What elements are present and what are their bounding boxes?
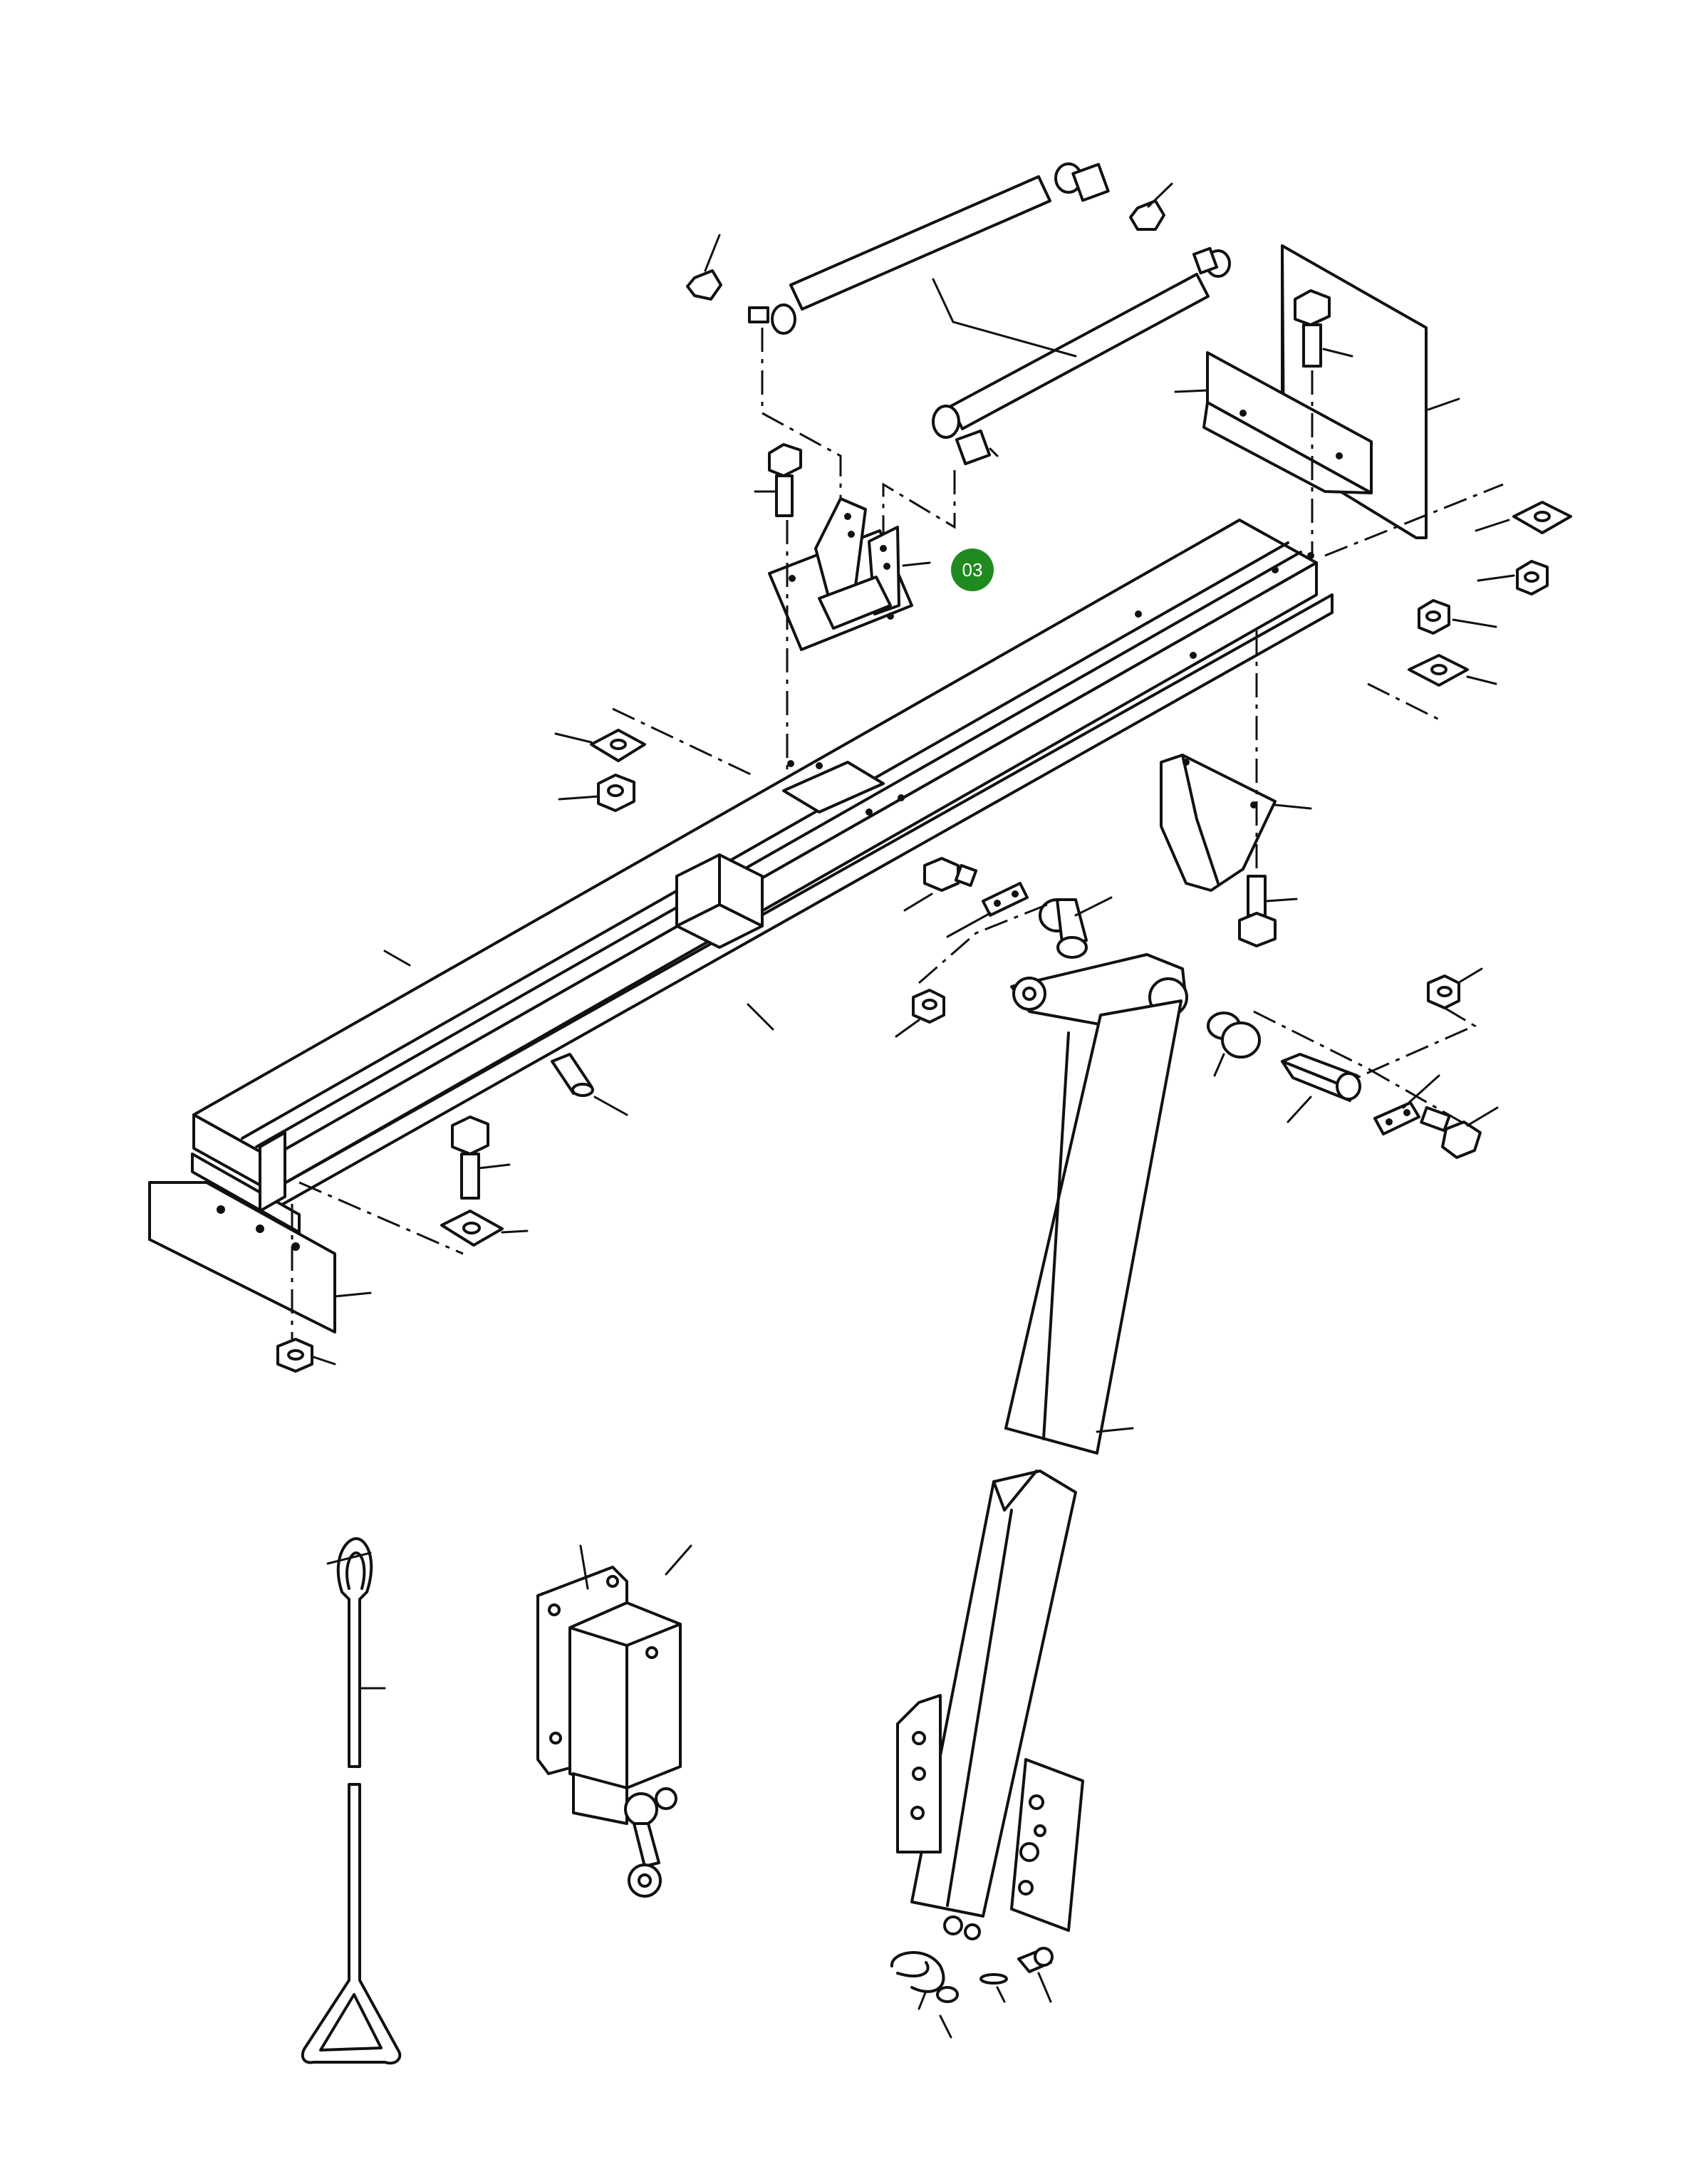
leader-line — [895, 1019, 920, 1038]
centerline — [1253, 1010, 1468, 1127]
gas-strut-upper — [771, 162, 1110, 335]
hex-nut — [1418, 560, 1549, 635]
hex-bolt — [768, 443, 802, 517]
leader-line — [1174, 389, 1209, 393]
leader-line — [1322, 348, 1353, 358]
hand-lever-rod — [301, 1537, 402, 2065]
centerline — [761, 328, 842, 499]
leader-line — [704, 234, 721, 272]
leader-line — [1466, 1106, 1499, 1127]
leader-line — [1287, 1096, 1312, 1123]
boom-arm-upper — [1004, 953, 1188, 1455]
locking-plate — [1373, 1101, 1420, 1135]
limit-switch — [536, 1566, 682, 1898]
hex-nut — [1427, 974, 1460, 1009]
main-beam — [191, 519, 1334, 1234]
hex-nut — [912, 989, 945, 1024]
leader-line — [1477, 574, 1515, 582]
leader-line — [902, 561, 931, 567]
leader-line — [1402, 1074, 1440, 1109]
leader-line — [383, 950, 411, 967]
hex-nut — [276, 1338, 313, 1373]
hex-bolt — [1420, 1106, 1482, 1159]
pivot-bushing — [1207, 1012, 1261, 1059]
leader-line — [1037, 1972, 1052, 2003]
leader-line — [1274, 804, 1312, 810]
leader-line — [477, 1163, 511, 1170]
centerline — [298, 1181, 464, 1255]
centerline — [612, 707, 756, 778]
leader-line — [1096, 1427, 1134, 1433]
centerline — [1353, 1007, 1477, 1081]
centerline — [1367, 682, 1440, 721]
hex-bolt — [1238, 875, 1277, 947]
leader-line — [312, 1356, 336, 1366]
hex-nut — [597, 774, 635, 812]
leader-line — [593, 1096, 628, 1116]
leader-line — [333, 1291, 372, 1298]
pivot-pin — [551, 1053, 594, 1097]
leader-line — [665, 1544, 692, 1576]
leader-line — [1074, 896, 1113, 917]
leader-line — [554, 732, 593, 744]
square-washer — [1408, 501, 1572, 687]
leader-line — [939, 2014, 952, 2039]
callout-03[interactable]: 03 — [951, 548, 994, 591]
gas-strut-lower — [932, 246, 1231, 466]
leader-line — [1427, 397, 1460, 411]
leader-line — [1265, 898, 1298, 903]
centerline — [918, 903, 1048, 984]
leader-line — [989, 447, 999, 457]
centerline — [882, 470, 956, 541]
leader-line — [1213, 1053, 1225, 1077]
leader-line — [326, 1551, 372, 1565]
leader-line — [747, 1003, 774, 1031]
pivot-bushing — [1039, 898, 1088, 959]
strut-mounting-bracket — [768, 497, 913, 651]
square-washer — [440, 1210, 504, 1247]
angle-bracket — [1160, 754, 1277, 892]
hex-bolt — [923, 857, 978, 892]
hex-bolt — [451, 1116, 489, 1200]
leader-line — [932, 278, 1077, 358]
ball-joint-nut — [686, 199, 1165, 323]
hex-bolt — [1294, 289, 1331, 368]
locking-plate — [982, 882, 1029, 917]
leader-line — [918, 1990, 927, 2010]
leader-line — [1475, 519, 1510, 532]
leader-line — [1466, 675, 1497, 685]
leader-line — [996, 1986, 1006, 2003]
mounting-plate — [148, 1181, 336, 1333]
callout-circle[interactable] — [951, 548, 994, 591]
leader-line — [579, 1544, 589, 1590]
leader-line — [1147, 182, 1173, 208]
cross-beam — [675, 761, 885, 949]
leader-line — [558, 795, 600, 801]
hinge-plate — [896, 1694, 1084, 1940]
side-plate — [1281, 244, 1428, 539]
r-clip — [890, 1951, 959, 2003]
pivot-pin — [1281, 1053, 1361, 1102]
leader-line — [946, 912, 992, 938]
leader-line — [1459, 967, 1483, 983]
leader-line — [903, 893, 933, 912]
callout-label[interactable]: 03 — [962, 559, 983, 581]
centerline — [1324, 483, 1504, 557]
square-washer — [590, 729, 646, 762]
leader-line — [501, 1229, 529, 1234]
clevis-pin — [979, 1947, 1054, 1985]
leader-line — [1452, 618, 1497, 628]
angle-bracket — [1202, 351, 1373, 494]
